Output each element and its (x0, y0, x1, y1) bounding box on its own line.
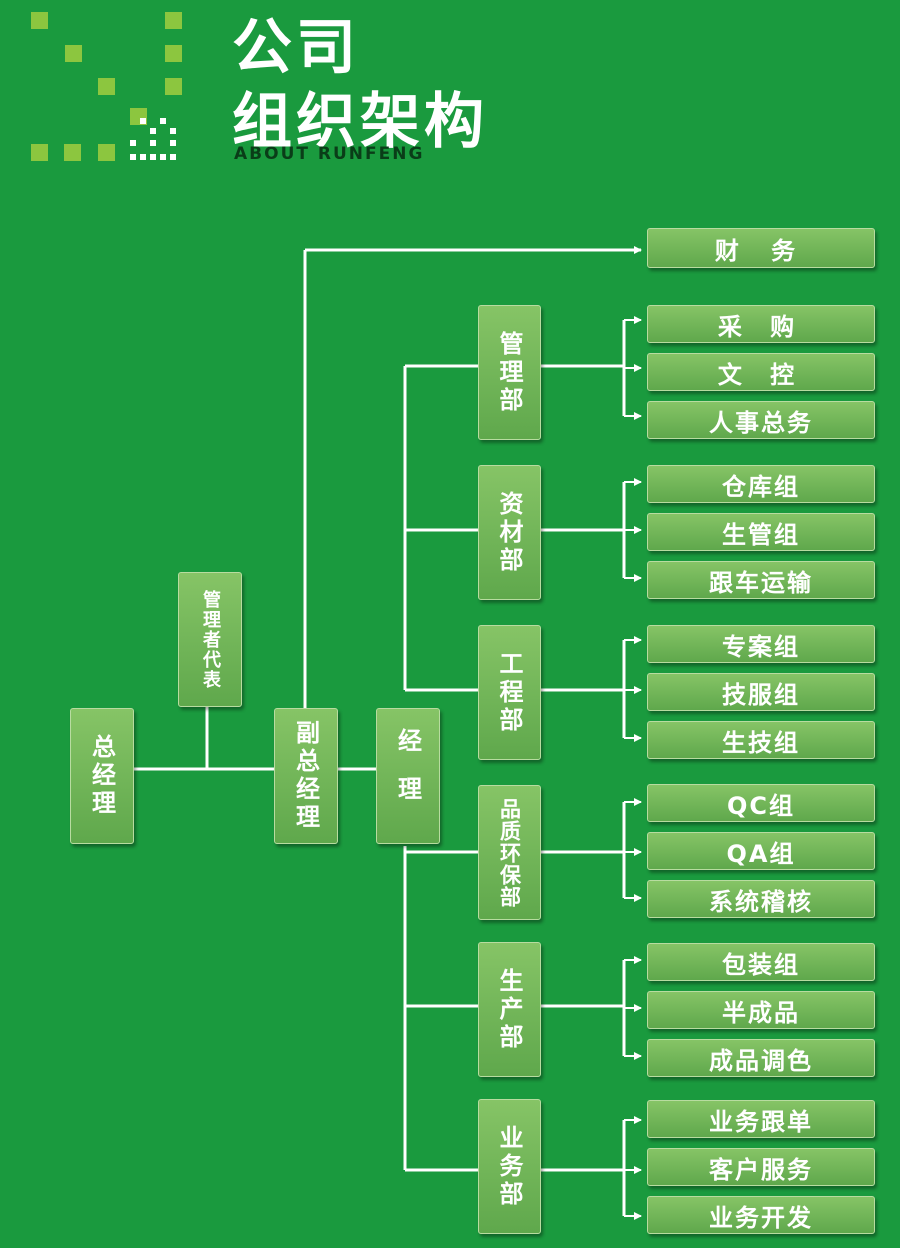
team-box: 成品调色 (647, 1039, 875, 1077)
team-box: 人事总务 (647, 401, 875, 439)
department-box: 品质环保部 (478, 785, 541, 920)
team-box: QC组 (647, 784, 875, 822)
department-box: 生产部 (478, 942, 541, 1077)
logo-dot (160, 118, 166, 124)
team-box: 跟车运输 (647, 561, 875, 599)
team-box: 文 控 (647, 353, 875, 391)
logo-square (165, 78, 182, 95)
logo-dot (150, 128, 156, 134)
team-box: 生技组 (647, 721, 875, 759)
logo-dot (150, 154, 156, 160)
vice-gm-box: 副总经理 (274, 708, 338, 844)
logo-square (165, 12, 182, 29)
department-box: 业务部 (478, 1099, 541, 1234)
logo-square (165, 45, 182, 62)
logo-square (98, 144, 115, 161)
management-rep-box: 管理者代表 (178, 572, 242, 707)
team-box: 仓库组 (647, 465, 875, 503)
logo-dot (140, 154, 146, 160)
team-box: 半成品 (647, 991, 875, 1029)
team-box: 客户服务 (647, 1148, 875, 1186)
team-box: 生管组 (647, 513, 875, 551)
team-box: 采 购 (647, 305, 875, 343)
page-title-line1: 公司 (232, 13, 360, 83)
finance-box: 财 务 (647, 228, 875, 268)
team-box: 系统稽核 (647, 880, 875, 918)
page-subtitle: ABOUT RUNFENG (234, 144, 425, 164)
logo-dot (170, 128, 176, 134)
team-box: 业务跟单 (647, 1100, 875, 1138)
logo-dot (130, 140, 136, 146)
logo-dot (150, 140, 156, 146)
logo-square (65, 45, 82, 62)
team-box: 包装组 (647, 943, 875, 981)
page-title-line2: 组织架构 (232, 87, 488, 157)
logo-dot (170, 154, 176, 160)
logo-square (31, 144, 48, 161)
team-box: QA组 (647, 832, 875, 870)
logo-square (64, 144, 81, 161)
logo-dot (170, 140, 176, 146)
logo-dot (160, 154, 166, 160)
logo-dot (140, 118, 146, 124)
manager-box: 经理 (376, 708, 440, 844)
ceo-box: 总经理 (70, 708, 134, 844)
team-box: 技服组 (647, 673, 875, 711)
department-box: 资材部 (478, 465, 541, 600)
team-box: 专案组 (647, 625, 875, 663)
department-box: 管理部 (478, 305, 541, 440)
logo-square (31, 12, 48, 29)
logo-dot (130, 154, 136, 160)
team-box: 业务开发 (647, 1196, 875, 1234)
department-box: 工程部 (478, 625, 541, 760)
logo-square (98, 78, 115, 95)
